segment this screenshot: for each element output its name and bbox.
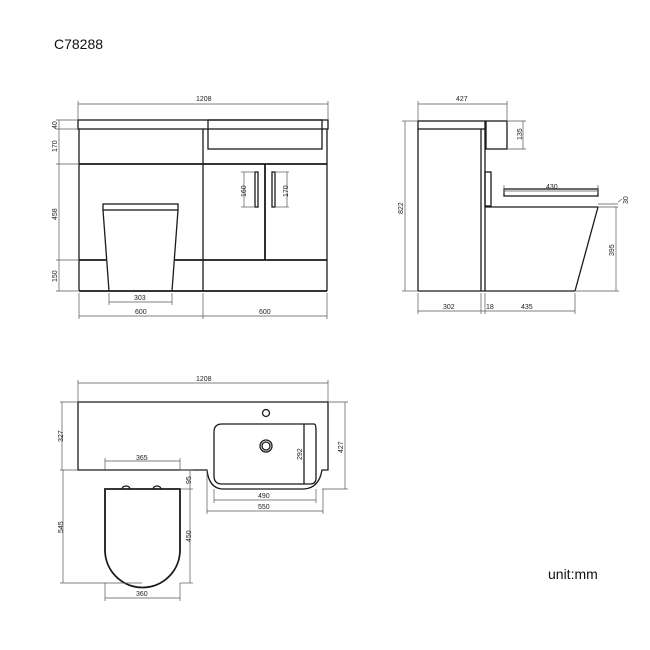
- dim-pan-length: 450: [186, 530, 193, 542]
- dim-seat-thickness: 30: [623, 196, 630, 204]
- plan-view: 1208 327 427 292 490 550 365 95 450 545: [58, 376, 348, 601]
- dim-total-height: 822: [398, 202, 405, 214]
- worktop-side: [417, 120, 486, 130]
- front-view: 1208 40 170 458 150 303 600 600 160 170: [52, 96, 329, 319]
- dim-seat-length: 430: [546, 184, 558, 191]
- dim-right-width: 600: [259, 309, 271, 316]
- hinge-left: [121, 485, 131, 490]
- dim-pan-height: 395: [609, 244, 616, 256]
- side-view: 427 135 822 430 30 395 302 18 435: [398, 96, 630, 314]
- waste-outer: [259, 439, 273, 453]
- door-handle-left: [254, 171, 259, 208]
- dim-door: 458: [52, 208, 59, 220]
- hinge-right: [152, 485, 162, 490]
- dim-hinge-offset: 95: [186, 476, 193, 484]
- basin-bowl: [213, 423, 317, 485]
- dim-total-depth: 545: [58, 521, 65, 533]
- dim-upper: 170: [52, 140, 59, 152]
- worktop-plan: [77, 401, 329, 490]
- pan-seat-front: [102, 203, 179, 211]
- dim-front-width: 1208: [196, 96, 212, 103]
- dim-handle-right: 170: [283, 185, 290, 197]
- unit-label: unit:mm: [548, 566, 598, 582]
- dim-handle-left: 160: [241, 185, 248, 197]
- dim-basin-depth: 292: [297, 448, 304, 460]
- basin-side: [485, 120, 508, 150]
- basin-front: [207, 119, 323, 150]
- dim-panel: 18: [486, 304, 494, 311]
- dim-side-depth: 427: [456, 96, 468, 103]
- dim-left-width: 600: [135, 309, 147, 316]
- dim-plan-width: 1208: [196, 376, 212, 383]
- dim-worktop: 40: [52, 121, 59, 129]
- dim-cistern-width: 365: [136, 455, 148, 462]
- dim-basin-outer: 550: [258, 504, 270, 511]
- toilet-seat-plan: [104, 488, 181, 589]
- product-code: C78288: [54, 36, 104, 52]
- dim-pan-projection: 435: [521, 304, 533, 311]
- waste-inner: [261, 441, 271, 451]
- dim-plinth: 150: [52, 270, 59, 282]
- handle-side: [484, 171, 492, 207]
- dim-left-depth: 327: [58, 430, 65, 442]
- dim-basin-inner: 490: [258, 493, 270, 500]
- tap-hole: [261, 408, 271, 418]
- dim-pan-width: 303: [134, 295, 146, 302]
- dim-basin-height: 135: [517, 128, 524, 140]
- door-handle-right: [271, 171, 276, 208]
- dim-unit-depth: 302: [443, 304, 455, 311]
- worktop-front: [77, 119, 329, 130]
- dim-right-depth: 427: [338, 441, 345, 453]
- dim-seat-width: 360: [136, 591, 148, 598]
